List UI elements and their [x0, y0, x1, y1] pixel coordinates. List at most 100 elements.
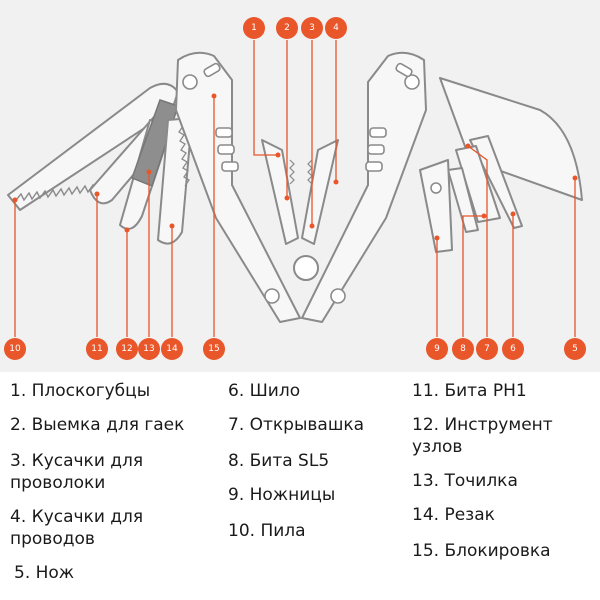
leader-lines [12, 40, 578, 337]
marker-circle-14 [161, 338, 183, 360]
pivot [293, 255, 319, 281]
legend-item-7: 7. Открывашка [228, 415, 365, 435]
legend-item-8: 8. Бита SL5 [228, 451, 330, 471]
knife-blade [439, 77, 583, 201]
leader-dot-3 [309, 223, 315, 229]
leader-dot-5 [572, 175, 578, 181]
marker-circle-1 [243, 17, 265, 39]
marker-label-9: 9 [434, 344, 440, 354]
marker-13: 13 [138, 338, 160, 360]
marker-label-11: 11 [91, 344, 102, 354]
leader-line-8 [462, 215, 484, 337]
saw-teeth [15, 183, 97, 202]
marker-circle-2 [276, 17, 298, 39]
marker-circle-5 [564, 338, 586, 360]
marker-label-14: 14 [166, 344, 178, 354]
leader-dot-14 [169, 223, 175, 229]
marker-14: 14 [161, 338, 183, 360]
leader-dot-8 [481, 213, 487, 219]
marker-circle-6 [502, 338, 524, 360]
legend-item-5: 5. Нож [14, 563, 75, 583]
marker-label-8: 8 [460, 344, 466, 354]
legend-item-15: 15. Блокировка [412, 541, 551, 561]
marker-label-13: 13 [143, 344, 154, 354]
leader-dot-11 [94, 191, 100, 197]
marker-label-10: 10 [9, 344, 21, 354]
legend-item-3: 3. Кусачки для проволоки [10, 451, 144, 493]
legend-item-2: 2. Выемка для гаек [10, 415, 185, 435]
marker-6: 6 [502, 338, 524, 360]
leader-dot-12 [124, 227, 130, 233]
marker-circle-10 [4, 338, 26, 360]
marker-label-12: 12 [121, 344, 132, 354]
marker-label-4: 4 [333, 23, 339, 33]
marker-circle-8 [452, 338, 474, 360]
leader-dot-7 [465, 143, 471, 149]
legend-item-10: 10. Пила [228, 521, 306, 541]
marker-label-3: 3 [309, 23, 315, 33]
marker-9: 9 [426, 338, 448, 360]
marker-circle-9 [426, 338, 448, 360]
marker-circle-12 [116, 338, 138, 360]
leader-dot-6 [510, 211, 516, 217]
left-slot-4 [221, 161, 239, 172]
legend-item-1: 1. Плоскогубцы [10, 381, 151, 401]
marker-circle-15 [203, 338, 225, 360]
right-slot-4 [365, 161, 383, 172]
pliers-right-jaw [301, 139, 339, 245]
left-slot-3 [217, 144, 235, 155]
legend-item-12: 12. Инструмент узлов [412, 415, 553, 457]
leader-dot-4 [333, 179, 339, 185]
leader-dot-2 [284, 195, 290, 201]
left-slot-1 [203, 62, 221, 78]
leader-line-7 [467, 145, 488, 337]
legend-item-14: 14. Резак [412, 505, 495, 525]
legend: 1. Плоскогубцы 2. Выемка для гаек 3. Кусач… [0, 372, 600, 600]
marker-circle-3 [301, 17, 323, 39]
marker-15: 15 [203, 338, 225, 360]
marker-2: 2 [276, 17, 298, 39]
left-slot-2 [215, 127, 233, 138]
legend-item-9: 9. Ножницы [228, 485, 336, 505]
left-handle [175, 51, 301, 323]
leader-dot-15 [211, 93, 217, 99]
marker-label-1: 1 [251, 23, 257, 33]
scissors [419, 159, 453, 253]
marker-circle-13 [138, 338, 160, 360]
marker-circle-4 [325, 17, 347, 39]
marker-3: 3 [301, 17, 323, 39]
cutter-serration [178, 125, 190, 187]
leader-line-1 [253, 40, 278, 156]
marker-label-7: 7 [484, 344, 490, 354]
marker-label-2: 2 [284, 23, 290, 33]
pliers-left-jaw [261, 139, 299, 245]
marker-5: 5 [564, 338, 586, 360]
marker-12: 12 [116, 338, 138, 360]
marker-1: 1 [243, 17, 265, 39]
legend-item-4: 4. Кусачки для проводов [10, 507, 144, 549]
leader-dot-9 [434, 235, 440, 241]
leader-dot-1 [275, 152, 281, 158]
legend-item-11: 11. Бита PH1 [412, 381, 527, 401]
awl [469, 135, 523, 229]
right-slot-3 [367, 144, 385, 155]
right-handle [301, 51, 427, 323]
marker-circle-11 [86, 338, 108, 360]
marker-10: 10 [4, 338, 26, 360]
legend-item-13: 13. Точилка [412, 471, 518, 491]
right-slot-2 [369, 127, 387, 138]
left-handle-screw-2 [264, 288, 280, 304]
pliers-teeth [289, 159, 313, 185]
marker-7: 7 [476, 338, 498, 360]
scissors-pivot [430, 182, 442, 194]
leader-dot-13 [146, 169, 152, 175]
marker-4: 4 [325, 17, 347, 39]
left-handle-screw [182, 74, 198, 90]
leader-dot-10 [12, 197, 18, 203]
marker-label-6: 6 [510, 344, 516, 354]
marker-8: 8 [452, 338, 474, 360]
marker-label-5: 5 [572, 344, 578, 354]
